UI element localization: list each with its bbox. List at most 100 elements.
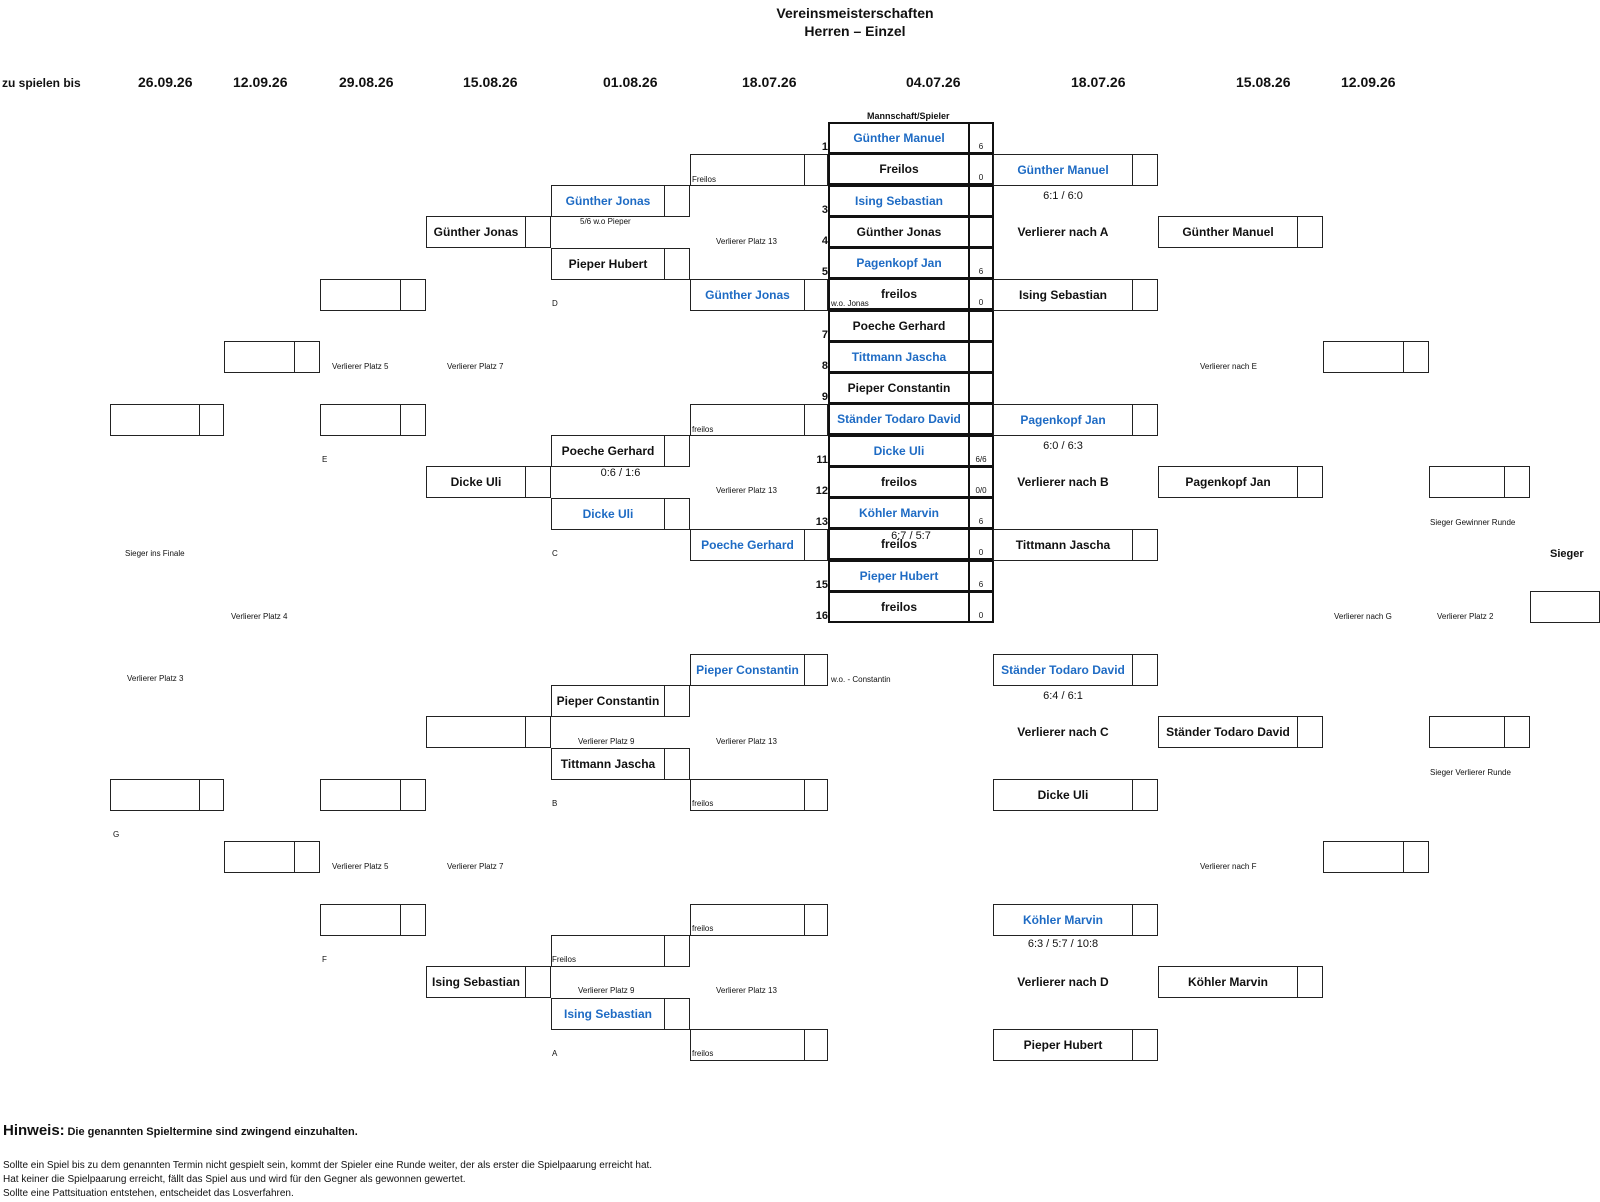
score: 0/0 (975, 486, 987, 495)
score: 6 (978, 267, 984, 276)
note-platz4: Verlierer Platz 4 (231, 612, 288, 621)
score: 6 (978, 142, 984, 151)
winners-r1-slot: Günther Manuel (993, 154, 1158, 186)
score: 6 (978, 580, 984, 589)
player-name: Pieper Hubert (1023, 1038, 1103, 1052)
note-verlierer-g: Verlierer nach G (1334, 612, 1392, 621)
draw-slot-10: Ständer Todaro David (828, 403, 994, 435)
player-name: freilos (880, 537, 917, 551)
draw-number: 5 (821, 266, 828, 278)
draw-number: 3 (821, 204, 828, 216)
page-subtitle: Herren – Einzel (804, 23, 906, 39)
losers-r2-slot: Pieper Hubert (551, 248, 690, 280)
note-sieger-verlierer: Sieger Verlierer Runde (1430, 768, 1511, 777)
note-freilos-2: freilos (692, 425, 714, 434)
winners-r1-slot: Ising Sebastian (993, 279, 1158, 311)
result-losers-r2: 0:6 / 1:6 (600, 467, 641, 479)
footer-line-3: Sollte eine Pattsituation entstehen, ent… (3, 1188, 294, 1199)
hint-text: Die genannten Spieltermine sind zwingend… (67, 1126, 358, 1138)
note-freilos-6: Freilos (552, 955, 577, 964)
note-freilos-3: freilos (692, 799, 714, 808)
player-name: Tittmann Jascha (560, 757, 656, 771)
player-name: Ising Sebastian (1018, 288, 1108, 302)
winners-r1-result: 6:3 / 5:7 / 10:8 (1027, 938, 1099, 950)
empty-slot (224, 841, 320, 873)
player-name: Günther Manuel (1017, 163, 1109, 177)
losers-r3-slot (426, 716, 551, 748)
draw-slot-13: Köhler Marvin 6 (828, 497, 994, 529)
losers-r2-slot: Günther Jonas (551, 185, 690, 217)
date-col-2: 12.09.26 (233, 74, 288, 90)
losers-r1-slot: Günther Jonas (690, 279, 828, 311)
score: 0 (978, 548, 984, 557)
winners-r1-slot: Tittmann Jascha (993, 529, 1158, 561)
note-platz3: Verlierer Platz 3 (127, 674, 184, 683)
empty-slot (320, 404, 426, 436)
player-name: Dicke Uli (873, 444, 925, 458)
letter-a: A (552, 1049, 558, 1058)
draw-slot-4: Günther Jonas (828, 216, 994, 248)
player-name: Pieper Constantin (696, 663, 799, 677)
player-name: freilos (880, 475, 917, 489)
draw-number: 12 (815, 485, 828, 497)
date-col-4: 15.08.26 (463, 74, 518, 90)
deadline-label: zu spielen bis (2, 76, 81, 90)
winners-r1-loser-note: Verlierer nach D (1017, 975, 1109, 989)
losers-r1-slot (690, 779, 828, 811)
player-name: Köhler Marvin (858, 506, 939, 520)
empty-slot (1429, 466, 1530, 498)
losers-r2-slot: Ising Sebastian (551, 998, 690, 1030)
note-wo-jonas: w.o. Jonas (831, 299, 869, 308)
losers-r2-slot: Pieper Constantin (551, 685, 690, 717)
winners-r1-slot: Dicke Uli (993, 779, 1158, 811)
letter-c: C (552, 549, 558, 558)
note-freilos-5: freilos (692, 1049, 714, 1058)
player-name: Günther Manuel (1182, 225, 1274, 239)
player-name: Ständer Todaro David (1001, 663, 1125, 677)
player-name: Ising Sebastian (431, 975, 521, 989)
losers-r2-slot (551, 935, 690, 967)
player-name: Pagenkopf Jan (1185, 475, 1271, 489)
winners-r1-result: 6:4 / 6:1 (1043, 690, 1083, 702)
note-verlierer-e: Verlierer nach E (1200, 362, 1257, 371)
score: 0 (978, 298, 984, 307)
losers-r3-slot: Dicke Uli (426, 466, 551, 498)
player-name: Günther Jonas (705, 288, 790, 302)
player-name: Ständer Todaro David (837, 412, 961, 426)
note-freilos-1: Freilos (692, 175, 717, 184)
draw-number: 16 (815, 610, 828, 622)
score: 6 (978, 517, 984, 526)
draw-slot-7: Poeche Gerhard (828, 310, 994, 342)
losers-r1-slot: Pieper Constantin (690, 654, 828, 686)
date-col-3: 29.08.26 (339, 74, 394, 90)
empty-slot (1323, 841, 1429, 873)
winners-r2-slot: Köhler Marvin (1158, 966, 1323, 998)
losers-r2-slot: Tittmann Jascha (551, 748, 690, 780)
footer-line-2: Hat keiner die Spielpaarung erreicht, fä… (3, 1174, 466, 1185)
page-title: Vereinsmeisterschaften (776, 5, 934, 21)
result-losers-r1: 6:7 / 5:7 (891, 530, 931, 542)
player-name: Pieper Constantin (556, 694, 660, 708)
letter-b: B (552, 799, 558, 808)
player-name: Pagenkopf Jan (1020, 413, 1106, 427)
empty-slot (110, 779, 224, 811)
label-sieger: Sieger (1550, 548, 1584, 560)
losers-r2-slot: Dicke Uli (551, 498, 690, 530)
empty-slot (1323, 341, 1429, 373)
letter-e: E (322, 455, 328, 464)
letter-g: G (113, 830, 120, 839)
date-col-8: 18.07.26 (1071, 74, 1126, 90)
empty-slot (320, 904, 426, 936)
player-name: Ising Sebastian (854, 194, 944, 208)
draw-number: 8 (821, 360, 828, 372)
draw-slot-8: Tittmann Jascha (828, 341, 994, 373)
score: 0 (978, 173, 984, 182)
player-name: Pieper Hubert (859, 569, 939, 583)
draw-slot-12: freilos 0/0 (828, 466, 994, 498)
empty-slot (224, 341, 320, 373)
player-name: Köhler Marvin (1022, 913, 1103, 927)
note-platz9-2: Verlierer Platz 9 (578, 986, 635, 995)
footer-line-1: Sollte ein Spiel bis zu dem genannten Te… (3, 1160, 653, 1171)
